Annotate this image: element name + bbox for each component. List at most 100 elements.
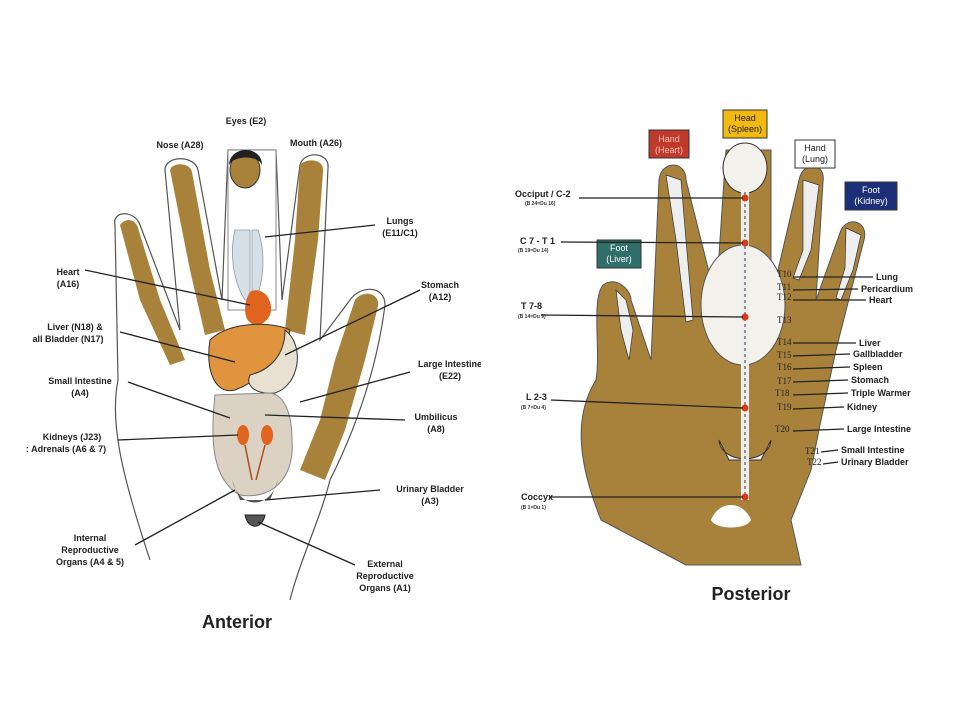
label-occiput-sub: (B 24=Du 16) xyxy=(525,201,556,207)
label-stomach-1: Stomach xyxy=(421,280,459,290)
leader-organ-4 xyxy=(792,353,851,357)
label-large-intestine-1: Large Intestine xyxy=(418,359,481,369)
label-external-repro-1: External xyxy=(367,559,403,569)
organ-label-liver: Liver xyxy=(859,338,881,348)
box-foot-liver-line1: Foot xyxy=(610,243,629,253)
label-coccyx: Coccyx xyxy=(521,492,553,502)
box-foot-kidney-line2: (Kidney) xyxy=(854,196,888,206)
leader-heart xyxy=(84,269,251,306)
anterior-diagram: Eyes (E2) Nose (A28) Mouth (A26) Lungs (… xyxy=(26,116,481,632)
box-hand-lung xyxy=(794,139,836,169)
leader-kidneys xyxy=(117,434,239,441)
skull-icon xyxy=(722,142,768,194)
anterior-finger-index xyxy=(285,160,324,335)
organ-label-kidney: Kidney xyxy=(847,402,877,412)
box-hand-heart xyxy=(648,129,690,159)
hair-icon xyxy=(229,150,262,165)
box-head-spleen-line2: (Spleen) xyxy=(728,124,762,134)
label-liver-1: Liver (N18) & xyxy=(47,322,103,332)
vertebra-label-t10: T10 xyxy=(777,269,792,279)
box-foot-liver xyxy=(596,239,642,269)
pelvis-bone-icon xyxy=(718,439,772,461)
label-small-intestine-2: (A4) xyxy=(71,388,89,398)
label-lungs-2: (E11/C1) xyxy=(382,228,418,238)
organ-label-triple-warmer: Triple Warmer xyxy=(851,388,911,398)
label-occiput: Occiput / C-2 xyxy=(515,189,571,199)
leader-organ-1 xyxy=(792,288,859,291)
leader-internal-reproductive xyxy=(134,489,236,546)
spine-point-t78 xyxy=(741,313,749,321)
posterior-wrist-notch xyxy=(711,505,751,528)
leader-organ-7 xyxy=(792,392,849,396)
box-hand-heart-line2: (Heart) xyxy=(655,145,683,155)
spine-point-l23 xyxy=(741,404,749,412)
vertebra-label-t12: T12 xyxy=(777,292,792,302)
box-foot-liver-line2: (Liver) xyxy=(606,254,632,264)
finger-bones-ring xyxy=(792,179,820,281)
organ-label-gallbladder: Gallbladder xyxy=(853,349,903,359)
box-foot-kidney xyxy=(844,181,898,211)
finger-bones-index xyxy=(665,174,694,323)
vertebra-label-t18: T18 xyxy=(775,388,790,398)
anterior-finger-ring xyxy=(170,164,225,335)
leader-liver xyxy=(119,331,236,363)
leader-large-intestine xyxy=(299,371,411,403)
leader-c7t1 xyxy=(560,241,744,244)
leader-urinary-bladder xyxy=(264,489,381,501)
spine-point-c7t1 xyxy=(741,239,749,247)
finger-bones-thumb xyxy=(615,289,634,361)
vertebra-label-t17: T17 xyxy=(777,376,792,386)
intestines-icon xyxy=(212,392,293,497)
leader-stomach xyxy=(284,289,421,356)
label-internal-repro-3: Organs (A4 & 5) xyxy=(56,557,124,567)
stomach-organ-icon xyxy=(248,328,298,394)
organ-label-small-intestine: Small Intestine xyxy=(841,445,905,455)
vertebra-label-t11: T11 xyxy=(777,282,791,292)
box-hand-lung-line2: (Lung) xyxy=(802,154,828,164)
organ-label-lung: Lung xyxy=(876,272,898,282)
label-umbilicus-2: (A8) xyxy=(427,424,445,434)
label-umbilicus-1: Umbilicus xyxy=(414,412,457,422)
posterior-illustration: Hand (Heart) Head (Spleen) Hand (Lung) F… xyxy=(515,109,913,604)
label-kidneys-2: : Adrenals (A6 & 7) xyxy=(26,444,106,454)
kidney-right-icon xyxy=(261,425,273,445)
heart-organ-icon xyxy=(245,290,272,326)
leader-t78 xyxy=(540,314,744,318)
vertebra-label-t20: T20 xyxy=(775,424,790,434)
kidney-left-icon xyxy=(237,425,249,445)
label-kidneys-1: Kidneys (J23) xyxy=(43,432,102,442)
vertebra-label-t14: T14 xyxy=(777,337,792,347)
leader-l23 xyxy=(550,399,744,409)
spine-point-occiput xyxy=(741,194,749,202)
label-eyes: Eyes (E2) xyxy=(226,116,267,126)
vertebra-label-t16: T16 xyxy=(777,362,792,372)
label-small-intestine-1: Small Intestine xyxy=(48,376,112,386)
label-heart-1: Heart xyxy=(56,267,79,277)
leader-small-intestine xyxy=(127,381,231,419)
leader-lungs xyxy=(264,224,376,238)
label-heart-2: (A16) xyxy=(57,279,80,289)
box-head-spleen-line1: Head xyxy=(734,113,756,123)
ureter-right xyxy=(255,444,266,481)
label-liver-2: all Bladder (N17) xyxy=(32,334,103,344)
vertebra-label-t22: T22 xyxy=(807,457,822,467)
box-head-spleen xyxy=(722,109,768,139)
leader-external-reproductive xyxy=(257,521,356,566)
posterior-diagram: Hand (Heart) Head (Spleen) Hand (Lung) F… xyxy=(481,0,962,722)
label-internal-repro-1: Internal xyxy=(74,533,107,543)
label-c7t1: C 7 - T 1 xyxy=(520,236,555,246)
label-coccyx-sub: (B 1=Du 1) xyxy=(521,505,546,511)
label-mouth: Mouth (A26) xyxy=(290,138,342,148)
organ-label-urinary-bladder: Urinary Bladder xyxy=(841,457,909,467)
label-stomach-2: (A12) xyxy=(429,292,452,302)
vertebra-label-t15: T15 xyxy=(777,350,792,360)
box-hand-lung-line1: Hand xyxy=(804,143,826,153)
label-internal-repro-2: Reproductive xyxy=(61,545,119,555)
leader-organ-5 xyxy=(792,366,851,370)
label-l23-sub: (B 7=Du 4) xyxy=(521,405,546,411)
vertebra-label-t19: T19 xyxy=(777,402,792,412)
organ-labels: LungPericardiumHeartLiverGallbladderSple… xyxy=(792,272,913,467)
label-external-repro-3: Organs (A1) xyxy=(359,583,411,593)
ureter-left xyxy=(244,444,253,481)
